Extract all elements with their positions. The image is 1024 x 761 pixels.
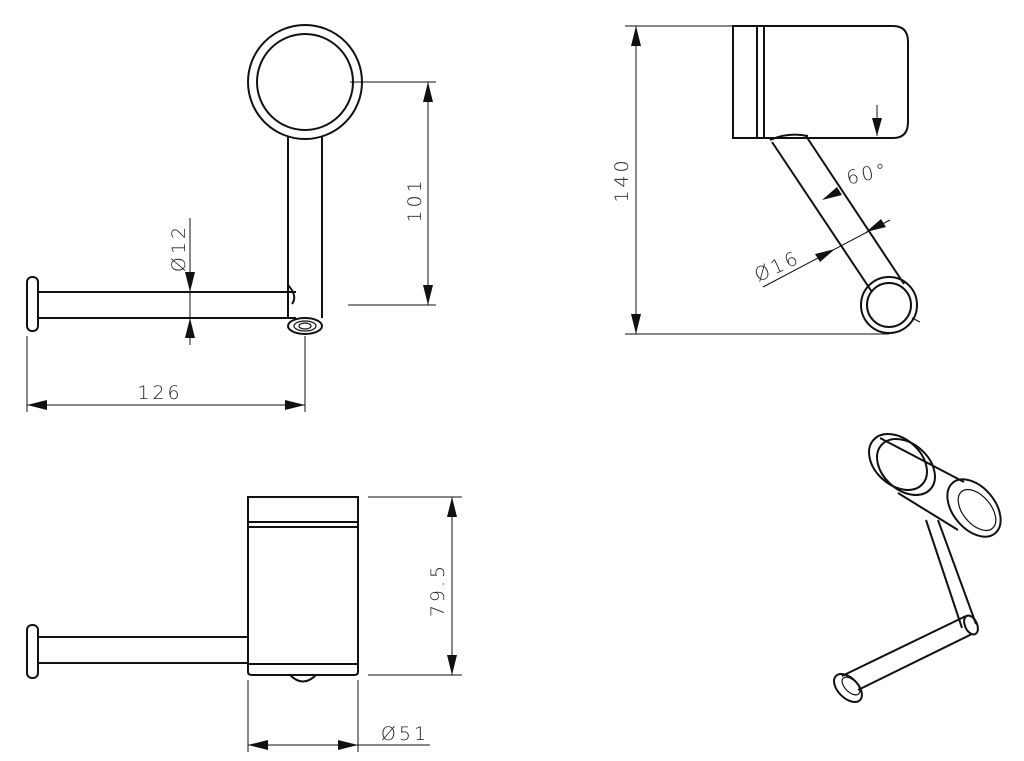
side-arm-right: [805, 135, 905, 285]
front-head-inner: [256, 33, 354, 131]
top-end-cap: [26, 624, 39, 679]
side-cylinder: [732, 25, 909, 139]
dim-side-arm-diameter: Ø16: [751, 246, 804, 286]
top-view: 79.5 Ø51: [26, 496, 462, 752]
iso-rod-bottom: [857, 633, 973, 691]
dim-side-angle: 60°: [845, 159, 891, 189]
top-cylinder: [247, 496, 359, 676]
iso-cylinder-end: [946, 478, 1002, 538]
front-end-cap: [26, 276, 39, 332]
dim-top-height: 79.5: [427, 563, 449, 617]
front-view: 101 126 Ø12: [26, 24, 436, 412]
dim-front-width: 126: [137, 382, 182, 404]
side-rod-inner: [866, 282, 912, 328]
iso-rod-top: [841, 615, 967, 677]
isometric-view: [833, 433, 1002, 703]
dim-front-height: 101: [404, 177, 426, 222]
dim-side-height: 140: [611, 157, 633, 202]
side-rod-outer: [860, 276, 918, 334]
side-view: 140 60° Ø16: [611, 25, 921, 335]
dim-front-rod-diameter: Ø12: [168, 224, 190, 272]
side-arm-left: [771, 141, 873, 293]
dim-top-diameter: Ø51: [381, 723, 429, 745]
front-head-outer: [247, 24, 363, 140]
